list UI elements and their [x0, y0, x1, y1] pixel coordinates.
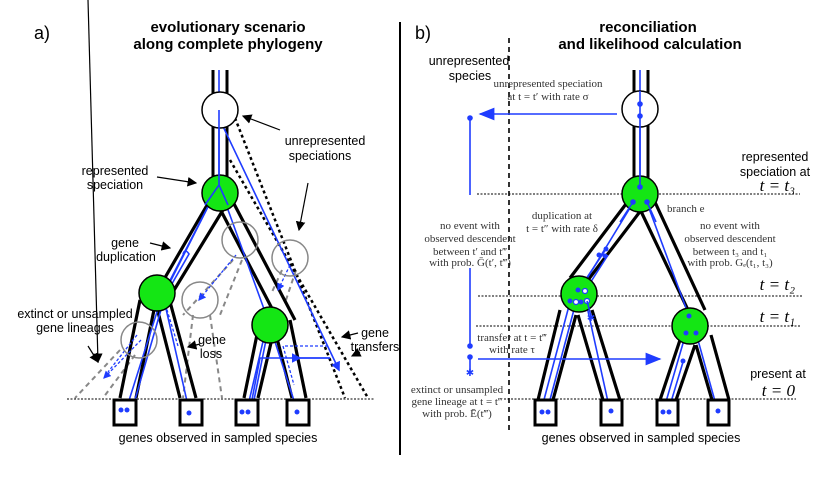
panel-b-title-line1: reconciliation: [599, 19, 697, 36]
label-t2: t = t₂: [760, 275, 795, 294]
unsampled-branches: [74, 259, 297, 399]
label-gene-loss-1: gene: [198, 333, 226, 347]
label-no-event-right-4: with prob. Gₑ(t₁, t₃): [687, 257, 773, 269]
label-gene-transfers-1: gene: [361, 326, 389, 340]
label-duplication-1: duplication at: [532, 210, 592, 222]
leaf-boxes-a: [112, 398, 311, 427]
label-gene-transfers-2: transfers: [351, 340, 400, 354]
represented-speciation-node-right: [251, 306, 289, 344]
label-no-event-left-3: between t′ and t‴: [433, 246, 507, 258]
leaf-boxes-b: [533, 398, 731, 427]
label-no-event-left-1: no event with: [440, 220, 500, 232]
label-no-event-left-2: observed descendent: [424, 233, 515, 245]
label-present-1: present at: [750, 367, 806, 381]
represented-speciation-node-root: [201, 174, 239, 212]
panel-a-footer: genes observed in sampled species: [119, 431, 318, 445]
unrepresented-node-5: [120, 321, 158, 359]
label-no-event-left-4: with prob. Ḡ(t′, t‴): [429, 257, 511, 269]
label-branch-e: branch e: [667, 203, 705, 215]
panel-b-label: b): [415, 23, 431, 43]
panel-b-title-line2: and likelihood calculation: [558, 36, 741, 53]
label-gene-duplication-1: gene: [111, 236, 139, 250]
panel-a-title-line2: along complete phylogeny: [133, 36, 323, 53]
label-transfer-1: transfer at t = t‴: [477, 332, 547, 344]
label-transfer-2: with rate τ: [489, 344, 536, 356]
svg-text:✱: ✱: [587, 313, 595, 324]
label-unrep-speciation-1: unrepresented speciation: [493, 78, 603, 90]
label-extinct-lineages-1: extinct or unsampled: [17, 307, 132, 321]
gene-events-in-nodes: ✱: [567, 91, 699, 364]
panel-b-footer: genes observed in sampled species: [542, 431, 741, 445]
unrepresented-lineage-1: [233, 117, 347, 399]
species-tree-b: [536, 70, 731, 401]
unrepresented-node-2: [221, 221, 259, 259]
label-represented-speciation-2: speciation: [87, 178, 143, 192]
label-unrepresented-speciations-1: unrepresented: [285, 134, 366, 148]
label-unrep-speciation-2: at t = t′ with rate σ: [507, 91, 588, 103]
unrepresented-speciation-node: [201, 91, 239, 129]
represented-speciation-node-t2: [560, 275, 598, 313]
unrepresented-lineage-2: [228, 159, 370, 399]
label-represented-speciation-b-2: speciation at: [740, 165, 811, 179]
label-extinct-3: with prob. Ē(t‴): [422, 408, 492, 420]
label-extinct-1: extinct or unsampled: [411, 384, 504, 396]
unrepresented-node-3: [271, 239, 309, 277]
label-unrepresented-speciations-2: speciations: [289, 149, 352, 163]
label-duplication-2: t = t″ with rate δ: [526, 223, 598, 235]
label-no-event-right-1: no event with: [700, 220, 760, 232]
svg-text:✱: ✱: [466, 368, 474, 379]
label-no-event-right-3: between t₃ and t₁: [693, 246, 768, 258]
panel-a-label: a): [34, 23, 50, 43]
label-unrepresented-species-1: unrepresented: [429, 54, 510, 68]
label-represented-speciation-1: represented: [82, 164, 149, 178]
label-t3: t = t₃: [760, 176, 795, 195]
label-t1: t = t₁: [760, 307, 795, 326]
represented-speciation-node-t1: [671, 307, 709, 345]
unrepresented-node-4: [181, 281, 219, 319]
label-represented-speciation-b-1: represented: [742, 150, 809, 164]
label-gene-duplication-2: duplication: [96, 250, 156, 264]
label-extinct-lineages-2: gene lineages: [36, 321, 114, 335]
label-no-event-right-2: observed descendent: [684, 233, 775, 245]
label-gene-loss-2: loss: [200, 347, 222, 361]
label-unrepresented-species-2: species: [449, 69, 491, 83]
panel-a-title-line1: evolutionary scenario: [150, 19, 305, 36]
label-extinct-2: gene lineage at t = t‴: [411, 396, 503, 408]
label-present-2: t = 0: [762, 381, 796, 400]
panel-a: a) evolutionary scenario along complete …: [17, 0, 399, 445]
represented-speciation-node-left: [138, 274, 176, 312]
panel-b: b) reconciliation and likelihood calcula…: [411, 19, 811, 445]
